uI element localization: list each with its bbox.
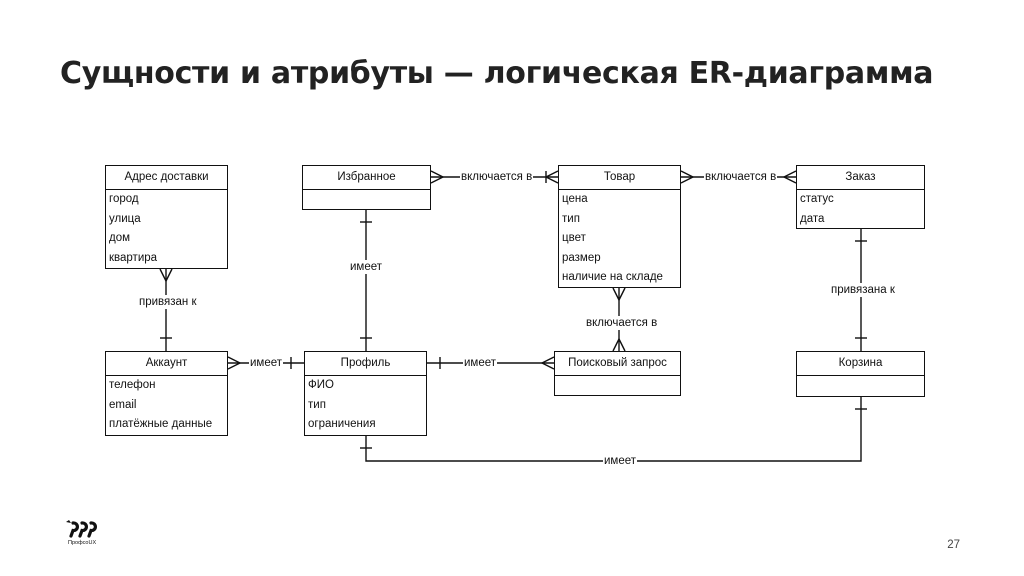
rel-label-favorites-profile: имеет — [349, 260, 384, 274]
entity-favorites[interactable]: Избранное — [302, 165, 431, 210]
attr-restrictions: ограничения — [308, 418, 376, 430]
rel-label-profile-search: имеет — [463, 356, 498, 370]
entity-product[interactable]: Товар цена тип цвет размер наличие на ск… — [558, 165, 681, 288]
logo-icon — [66, 520, 97, 538]
attr-profile-type: тип — [308, 398, 326, 411]
rel-label-product-order: включается в — [704, 170, 778, 184]
entity-profile[interactable]: Профиль ФИО тип ограничения — [304, 351, 427, 436]
rel-label-order-cart: привязана к — [830, 283, 896, 297]
attr-stock: наличие на складе — [562, 271, 663, 283]
rel-label-favorites-product: включается в — [460, 170, 534, 184]
attr-size: размер — [562, 251, 601, 264]
entity-cart-name: Корзина — [797, 352, 924, 376]
rel-label-address-account: привязан к — [138, 295, 198, 309]
attr-price: цена — [562, 193, 588, 205]
entity-search-query-name: Поисковый запрос — [555, 352, 680, 376]
page-title: Сущности и атрибуты — логическая ER-диаг… — [60, 56, 934, 91]
attr-payment: платёжные данные — [109, 418, 213, 430]
attr-street: улица — [109, 212, 141, 225]
page-number: 27 — [947, 539, 960, 551]
rel-label-account-profile: имеет — [249, 356, 284, 370]
entity-account-name: Аккаунт — [106, 352, 227, 376]
entity-favorites-name: Избранное — [303, 166, 430, 190]
rel-label-profile-cart: имеет — [603, 454, 638, 468]
attr-email: email — [109, 398, 137, 411]
logo-text: ПрофсоUX — [68, 540, 97, 546]
entity-address[interactable]: Адрес доставки город улица дом квартира — [105, 165, 228, 269]
attr-apartment: квартира — [109, 251, 158, 264]
entity-address-name: Адрес доставки — [106, 166, 227, 190]
entity-profile-name: Профиль — [305, 352, 426, 376]
attr-type: тип — [562, 212, 580, 225]
entity-search-query[interactable]: Поисковый запрос — [554, 351, 681, 396]
rel-label-search-product: включается в — [585, 316, 659, 330]
attr-city: город — [109, 193, 139, 205]
entity-order[interactable]: Заказ статус дата — [796, 165, 925, 229]
attr-color: цвет — [562, 232, 586, 244]
entity-cart[interactable]: Корзина — [796, 351, 925, 397]
entity-order-name: Заказ — [797, 166, 924, 190]
attr-date: дата — [800, 212, 825, 225]
attr-fullname: ФИО — [308, 379, 334, 391]
attr-status: статус — [800, 193, 834, 205]
entity-account[interactable]: Аккаунт телефон email платёжные данные — [105, 351, 228, 436]
attr-house: дом — [109, 232, 131, 244]
entity-product-name: Товар — [559, 166, 680, 190]
attr-phone: телефон — [109, 379, 156, 391]
